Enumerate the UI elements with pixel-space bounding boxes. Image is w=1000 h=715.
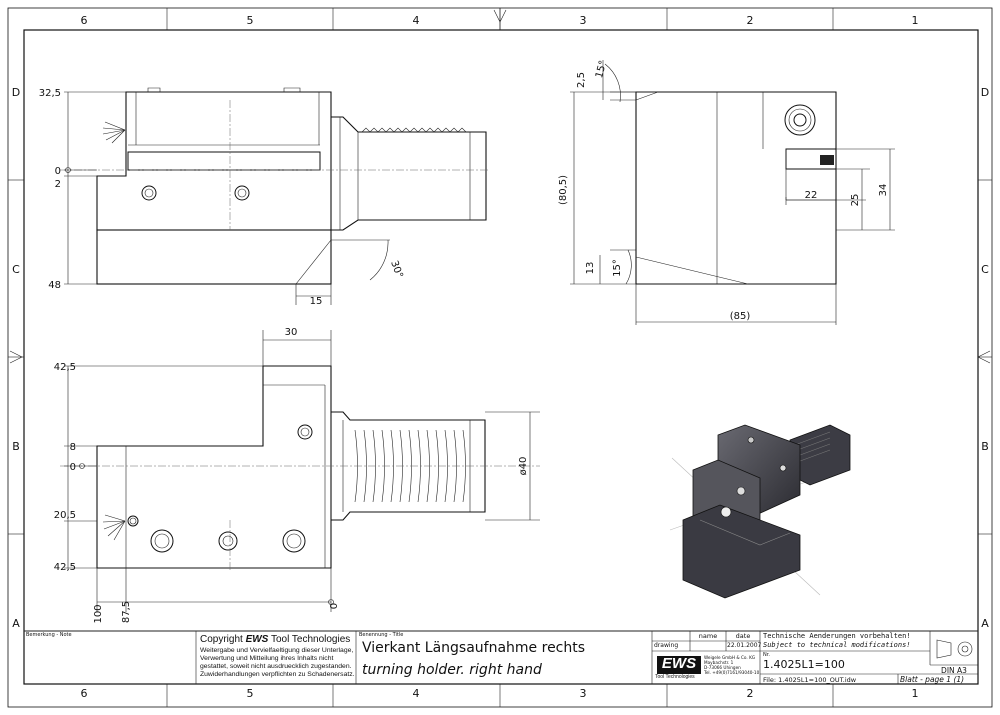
side-dim-angle-15-bottom: 15°: [612, 259, 623, 277]
front-dim-2: 2: [55, 179, 61, 190]
front-dim-angle-30: 30°: [388, 259, 404, 279]
projection-symbol-icon: [936, 639, 973, 659]
zone-row-b-left: B: [12, 440, 20, 453]
side-dim-2-5: 2,5: [576, 72, 587, 88]
zone-col-5-bottom: 5: [247, 687, 254, 700]
zone-col-3-bottom: 3: [580, 687, 587, 700]
top-view: [60, 330, 540, 612]
zone-col-2-top: 2: [747, 14, 754, 27]
top-dim-8: 8: [70, 442, 76, 453]
front-dim-15: 15: [310, 296, 323, 307]
zone-row-a-right: A: [981, 617, 989, 630]
top-dim-0-bottom: 0: [329, 603, 340, 609]
center-mark-left: [9, 350, 23, 364]
center-mark-right: [977, 350, 991, 364]
zone-row-c-right: C: [981, 263, 989, 276]
side-dim-34: 34: [878, 184, 889, 197]
top-dim-42-5-bottom: 42,5: [54, 562, 76, 573]
top-dim-0: 0: [70, 462, 76, 473]
side-view: [570, 60, 895, 325]
zone-col-4-bottom: 4: [413, 687, 420, 700]
front-dim-0: 0: [55, 166, 61, 177]
front-dim-48: 48: [48, 280, 61, 291]
side-dim-85: (85): [730, 311, 751, 322]
zone-col-3-top: 3: [580, 14, 587, 27]
top-dim-87-5: 87,5: [121, 601, 132, 623]
side-dim-25: 25: [850, 194, 861, 207]
side-dim-80-5: (80,5): [558, 175, 569, 205]
zone-col-1-bottom: 1: [912, 687, 919, 700]
ews-logo: [657, 656, 701, 674]
title-block-grid: [24, 630, 978, 684]
top-dim-diameter-40: ø40: [518, 457, 529, 476]
zone-col-4-top: 4: [413, 14, 420, 27]
zone-col-6-top: 6: [81, 14, 88, 27]
zone-col-2-bottom: 2: [747, 687, 754, 700]
side-dim-22: 22: [805, 190, 818, 201]
top-dim-42-5-top: 42,5: [54, 362, 76, 373]
zone-row-b-right: B: [981, 440, 989, 453]
top-dim-20-5: 20,5: [54, 510, 76, 521]
zone-row-d-right: D: [981, 86, 989, 99]
top-dim-30: 30: [285, 327, 298, 338]
zone-row-a-left: A: [12, 617, 20, 630]
zone-ticks: [8, 8, 992, 707]
side-dim-angle-15-top: 15°: [594, 59, 609, 79]
front-dim-32-5: 32,5: [39, 88, 61, 99]
zone-col-1-top: 1: [912, 14, 919, 27]
zone-col-5-top: 5: [247, 14, 254, 27]
zone-col-6-bottom: 6: [81, 687, 88, 700]
inner-frame: [23, 29, 979, 685]
zone-row-d-left: D: [12, 86, 20, 99]
front-view: [60, 87, 490, 305]
zone-row-c-left: C: [12, 263, 20, 276]
side-dim-13: 13: [585, 262, 596, 275]
top-dim-100: 100: [93, 604, 104, 623]
isometric-3d-view: [669, 424, 851, 599]
